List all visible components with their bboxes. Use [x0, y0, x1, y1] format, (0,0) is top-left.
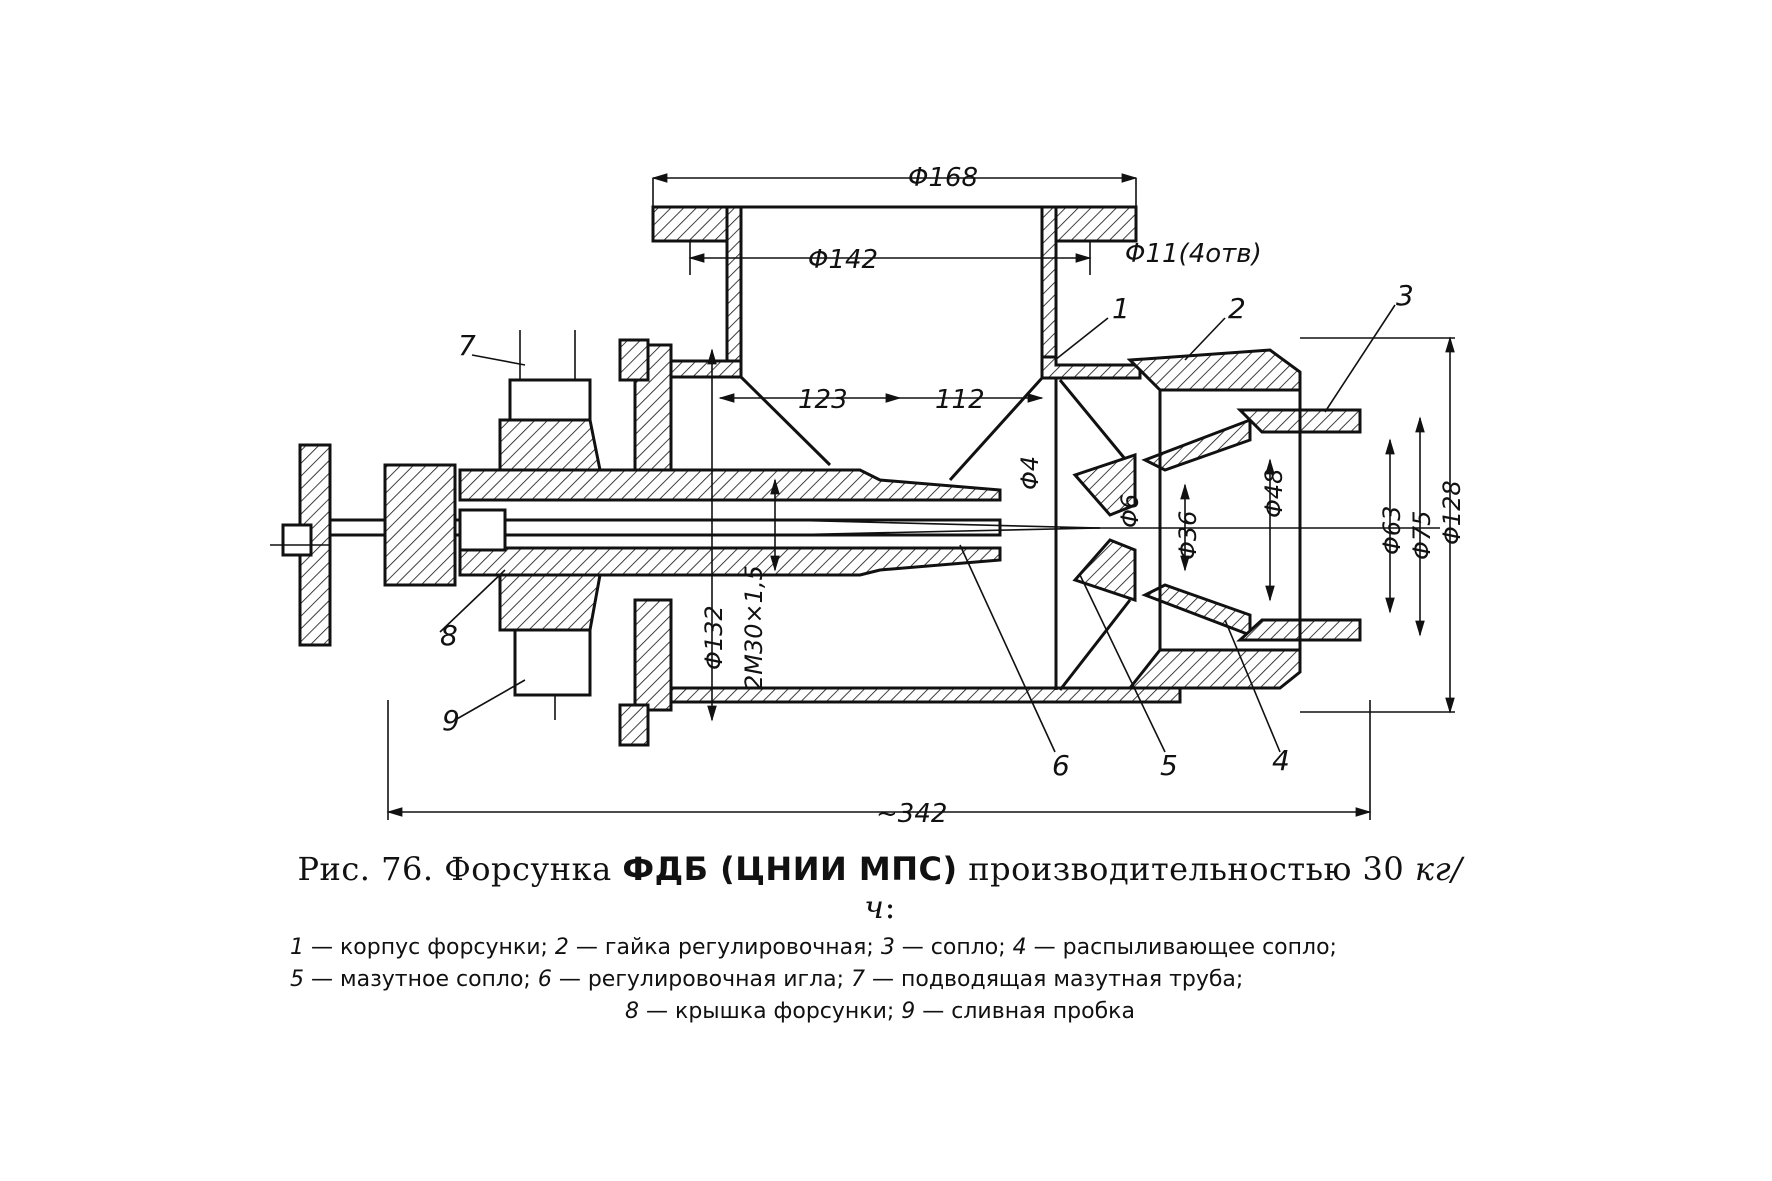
- dim-length: ~342: [876, 799, 947, 829]
- callout-9: 9: [442, 704, 460, 737]
- legend-num-2: 2: [554, 935, 569, 960]
- dim-thread: 2M30×1,5: [740, 565, 768, 690]
- legend-line-1: 1 — корпус форсунки; 2 — гайка регулиров…: [290, 932, 1470, 964]
- dim-d48: Φ48: [1260, 469, 1288, 518]
- legend-text-5: — мазутное сопло;: [304, 967, 538, 992]
- caption-suffix: :: [884, 888, 896, 926]
- dim-d128: Φ128: [1438, 480, 1466, 545]
- legend-num-8: 8: [625, 999, 640, 1024]
- dimension-labels: Φ168 Φ142 Φ11(4отв) 123 112 Φ4 Φ6 Φ36 Φ4…: [700, 163, 1466, 829]
- dim-d63: Φ63: [1378, 506, 1406, 555]
- dim-d142: Φ142: [808, 245, 878, 275]
- central-body: [270, 443, 1101, 647]
- caption-legend: 1 — корпус форсунки; 2 — гайка регулиров…: [290, 932, 1470, 1028]
- callout-8: 8: [440, 619, 458, 652]
- callout-6: 6: [1052, 749, 1070, 782]
- caption-title: Рис. 76. Форсунка ФДБ (ЦНИИ МПС) произво…: [290, 850, 1470, 926]
- dim-112: 112: [935, 385, 985, 415]
- legend-text-4: — распыливающее сопло;: [1026, 935, 1337, 960]
- legend-text-2: — гайка регулировочная;: [568, 935, 881, 960]
- caption-middle: производительностью 30: [957, 850, 1415, 888]
- dim-123: 123: [798, 385, 848, 415]
- fuel-pipe: [498, 330, 602, 720]
- legend-num-7: 7: [851, 967, 866, 992]
- legend-text-6: — регулировочная игла;: [551, 967, 852, 992]
- dim-d4: Φ4: [1016, 456, 1044, 490]
- callout-2: 2: [1228, 292, 1246, 325]
- callout-numbers: 1 2 3 4 5 6 7 8 9: [440, 279, 1414, 782]
- legend-num-3: 3: [880, 935, 895, 960]
- dim-d132: Φ132: [700, 605, 728, 670]
- callout-1: 1: [1112, 292, 1130, 325]
- legend-line-2: 5 — мазутное сопло; 6 — регулировочная и…: [290, 964, 1470, 996]
- legend-num-9: 9: [901, 999, 916, 1024]
- legend-line-3: 8 — крышка форсунки; 9 — сливная пробка: [290, 996, 1470, 1028]
- callout-3: 3: [1396, 279, 1414, 312]
- callout-7: 7: [458, 329, 476, 362]
- caption-bold: ФДБ (ЦНИИ МПС): [622, 850, 958, 888]
- legend-text-3: — сопло;: [894, 935, 1013, 960]
- nozzle-group: [1072, 348, 1362, 690]
- dim-d36: Φ36: [1174, 511, 1202, 560]
- legend-num-1: 1: [290, 935, 304, 960]
- dimension-lines: [386, 173, 1455, 820]
- legend-text-9: — сливная пробка: [915, 999, 1135, 1024]
- figure-caption: Рис. 76. Форсунка ФДБ (ЦНИИ МПС) произво…: [290, 850, 1470, 1028]
- dim-d75: Φ75: [1408, 511, 1436, 560]
- legend-text-7: — подводящая мазутная труба;: [865, 967, 1244, 992]
- legend-text-8: — крышка форсунки;: [639, 999, 902, 1024]
- legend-num-6: 6: [537, 967, 552, 992]
- callout-4: 4: [1272, 744, 1290, 777]
- dim-d168: Φ168: [908, 163, 978, 193]
- legend-num-5: 5: [290, 967, 304, 992]
- dim-d11: Φ11(4отв): [1125, 239, 1262, 269]
- legend-text-1: — корпус форсунки;: [304, 935, 555, 960]
- legend-num-4: 4: [1012, 935, 1027, 960]
- caption-unit: кг/ч: [864, 850, 1463, 926]
- callout-5: 5: [1160, 749, 1178, 782]
- dim-d6: Φ6: [1116, 494, 1144, 528]
- leader-lines: [439, 304, 1396, 753]
- caption-prefix: Рис. 76. Форсунка: [297, 850, 623, 888]
- body-housing: [618, 338, 1182, 747]
- inlet-flange: [651, 205, 1138, 379]
